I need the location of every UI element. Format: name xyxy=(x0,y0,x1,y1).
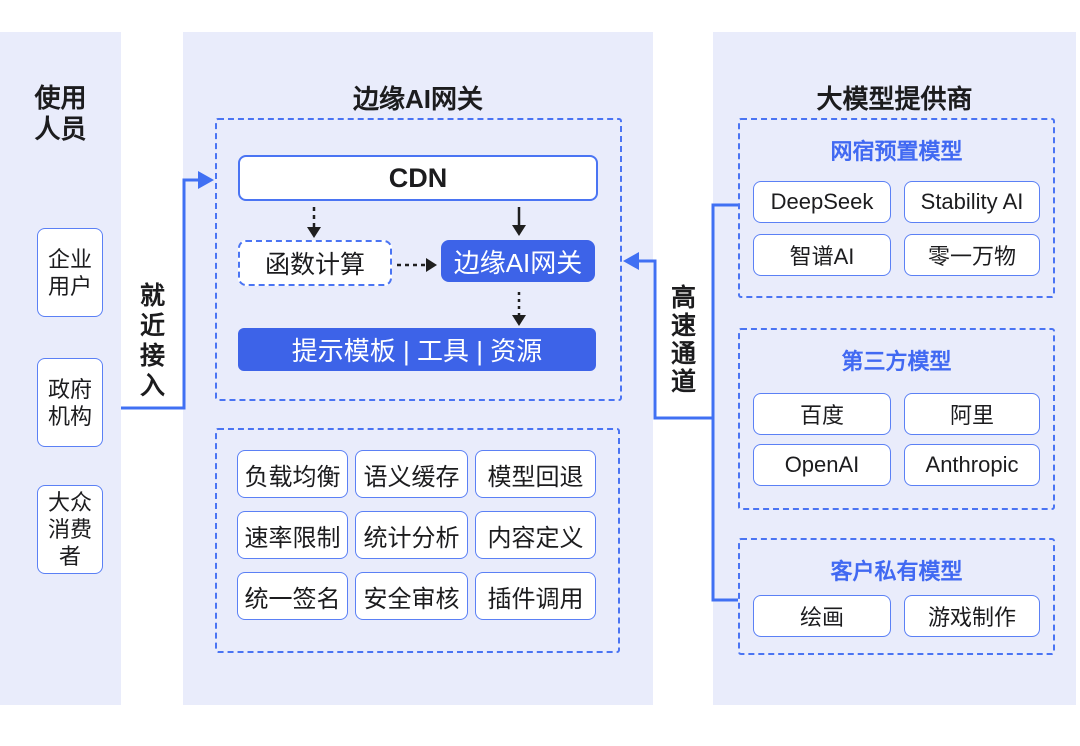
provider-group-preset-title: 网宿预置模型 xyxy=(830,139,963,164)
gateway-capabilities-container: 负载均衡 语义缓存 模型回退 速率限制 统计分析 内容定义 统一签名 安全审核 … xyxy=(215,428,620,653)
user-box-government-line2: 机构 xyxy=(47,403,92,429)
function-compute-box: 函数计算 xyxy=(238,240,392,286)
capability-rate-limit: 速率限制 xyxy=(237,511,348,559)
user-box-consumer-line2: 消费者 xyxy=(47,517,92,569)
model-zhipu-ai: 智谱AI xyxy=(753,234,891,276)
user-box-government: 政府 机构 xyxy=(37,358,103,447)
user-box-consumer-line1: 大众 xyxy=(47,490,92,515)
model-stability-ai: Stability AI xyxy=(904,181,1040,223)
gateway-panel: 边缘AI网关 CDN 函数计算 边缘AI网关 提示模板 | 工具 | 资源 负载… xyxy=(183,32,653,705)
providers-panel: 大模型提供商 网宿预置模型 DeepSeek Stability AI 智谱AI… xyxy=(713,32,1076,705)
user-box-enterprise-line2: 用户 xyxy=(47,273,92,299)
model-openai: OpenAI xyxy=(753,444,891,486)
capability-plugin-invoke: 插件调用 xyxy=(475,572,596,620)
prompt-tools-resources-bar: 提示模板 | 工具 | 资源 xyxy=(238,328,596,371)
highspeed-channel-label: 高速通道 xyxy=(670,284,696,396)
model-yi: 零一万物 xyxy=(904,234,1040,276)
provider-group-thirdparty-models: 百度 阿里 OpenAI Anthropic xyxy=(753,393,1040,486)
users-title-line1: 使用 xyxy=(34,82,87,113)
providers-panel-title: 大模型提供商 xyxy=(816,83,973,114)
edge-ai-gateway-box: 边缘AI网关 xyxy=(441,240,595,282)
provider-group-private: 客户私有模型 绘画 游戏制作 xyxy=(738,538,1055,655)
capability-semantic-cache: 语义缓存 xyxy=(355,450,468,498)
provider-group-thirdparty: 第三方模型 百度 阿里 OpenAI Anthropic xyxy=(738,328,1055,510)
user-box-consumer: 大众 消费者 xyxy=(37,485,103,574)
capability-model-fallback: 模型回退 xyxy=(475,450,596,498)
provider-group-thirdparty-title: 第三方模型 xyxy=(841,349,952,374)
model-gamemaking: 游戏制作 xyxy=(904,595,1040,637)
users-panel-title: 使用人员 xyxy=(0,83,121,145)
model-baidu: 百度 xyxy=(753,393,891,435)
model-anthropic: Anthropic xyxy=(904,444,1040,486)
user-box-government-line1: 政府 xyxy=(47,376,92,402)
capability-content-define: 内容定义 xyxy=(475,511,596,559)
capability-security-audit: 安全审核 xyxy=(355,572,468,620)
gateway-core-container: CDN 函数计算 边缘AI网关 提示模板 | 工具 | 资源 xyxy=(215,118,622,401)
cdn-box: CDN xyxy=(238,155,598,201)
model-ali: 阿里 xyxy=(904,393,1040,435)
user-box-enterprise-line1: 企业 xyxy=(47,246,92,272)
model-painting: 绘画 xyxy=(753,595,891,637)
provider-group-preset-models: DeepSeek Stability AI 智谱AI 零一万物 xyxy=(753,181,1040,276)
provider-group-private-title: 客户私有模型 xyxy=(830,559,963,584)
user-box-enterprise: 企业 用户 xyxy=(37,228,103,317)
provider-group-private-models: 绘画 游戏制作 xyxy=(753,595,1040,637)
users-panel: 使用人员 企业 用户 政府 机构 大众 消费者 xyxy=(0,32,121,705)
model-deepseek: DeepSeek xyxy=(753,181,891,223)
capabilities-grid: 负载均衡 语义缓存 模型回退 速率限制 统计分析 内容定义 统一签名 安全审核 … xyxy=(237,450,596,620)
nearby-access-label: 就近接入 xyxy=(139,282,165,400)
users-title-line2: 人员 xyxy=(34,113,87,144)
gateway-panel-title: 边缘AI网关 xyxy=(352,83,483,114)
capability-stats-analysis: 统计分析 xyxy=(355,511,468,559)
provider-group-preset: 网宿预置模型 DeepSeek Stability AI 智谱AI 零一万物 xyxy=(738,118,1055,298)
capability-load-balancing: 负载均衡 xyxy=(237,450,348,498)
capability-unified-signing: 统一签名 xyxy=(237,572,348,620)
